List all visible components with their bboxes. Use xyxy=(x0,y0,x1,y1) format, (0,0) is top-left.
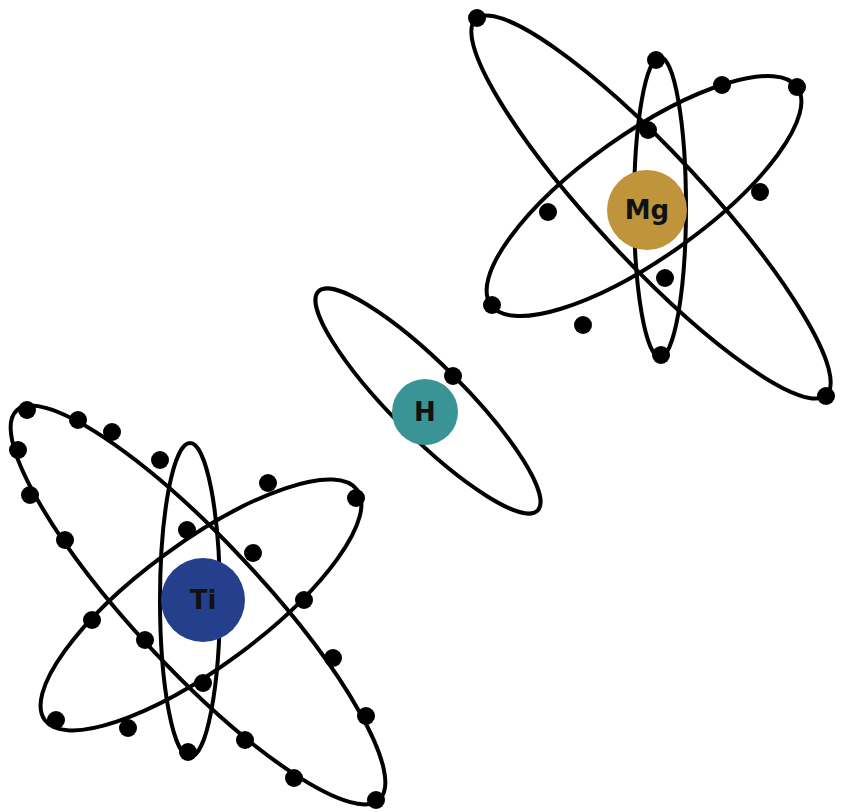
electron xyxy=(259,474,277,492)
orbit xyxy=(0,367,426,812)
electron xyxy=(151,451,169,469)
electron xyxy=(788,78,806,96)
atom-nucleus: H xyxy=(392,379,458,445)
orbit xyxy=(8,440,394,770)
element-symbol: Mg xyxy=(625,197,669,223)
electron xyxy=(119,719,137,737)
orbit xyxy=(293,266,563,536)
electron xyxy=(21,486,39,504)
electron xyxy=(236,731,254,749)
electron xyxy=(647,51,665,69)
electron xyxy=(194,674,212,692)
electron xyxy=(357,707,375,725)
electron xyxy=(47,711,65,729)
electron xyxy=(367,791,385,809)
electron xyxy=(136,631,154,649)
electron xyxy=(103,423,121,441)
electron xyxy=(652,346,670,364)
atom-nucleus: Mg xyxy=(607,170,687,250)
electron xyxy=(817,387,835,405)
electron xyxy=(539,203,557,221)
electron xyxy=(285,769,303,787)
electron xyxy=(639,121,657,139)
electron xyxy=(69,411,87,429)
electron xyxy=(9,441,27,459)
electron xyxy=(574,316,592,334)
electron xyxy=(483,296,501,314)
element-symbol: Ti xyxy=(190,587,217,613)
electron xyxy=(656,269,674,287)
electron xyxy=(83,611,101,629)
electron xyxy=(56,531,74,549)
electron xyxy=(468,9,486,27)
electron xyxy=(347,489,365,507)
electron xyxy=(444,367,462,385)
electron xyxy=(178,521,196,539)
electron xyxy=(324,649,342,667)
electron xyxy=(179,743,197,761)
electron xyxy=(295,591,313,609)
electron xyxy=(244,544,262,562)
orbit xyxy=(455,37,833,356)
element-symbol: H xyxy=(414,399,436,425)
atom-nucleus: Ti xyxy=(161,558,245,642)
electron xyxy=(713,76,731,94)
orbit xyxy=(436,0,844,432)
electron xyxy=(18,401,36,419)
electron xyxy=(751,183,769,201)
